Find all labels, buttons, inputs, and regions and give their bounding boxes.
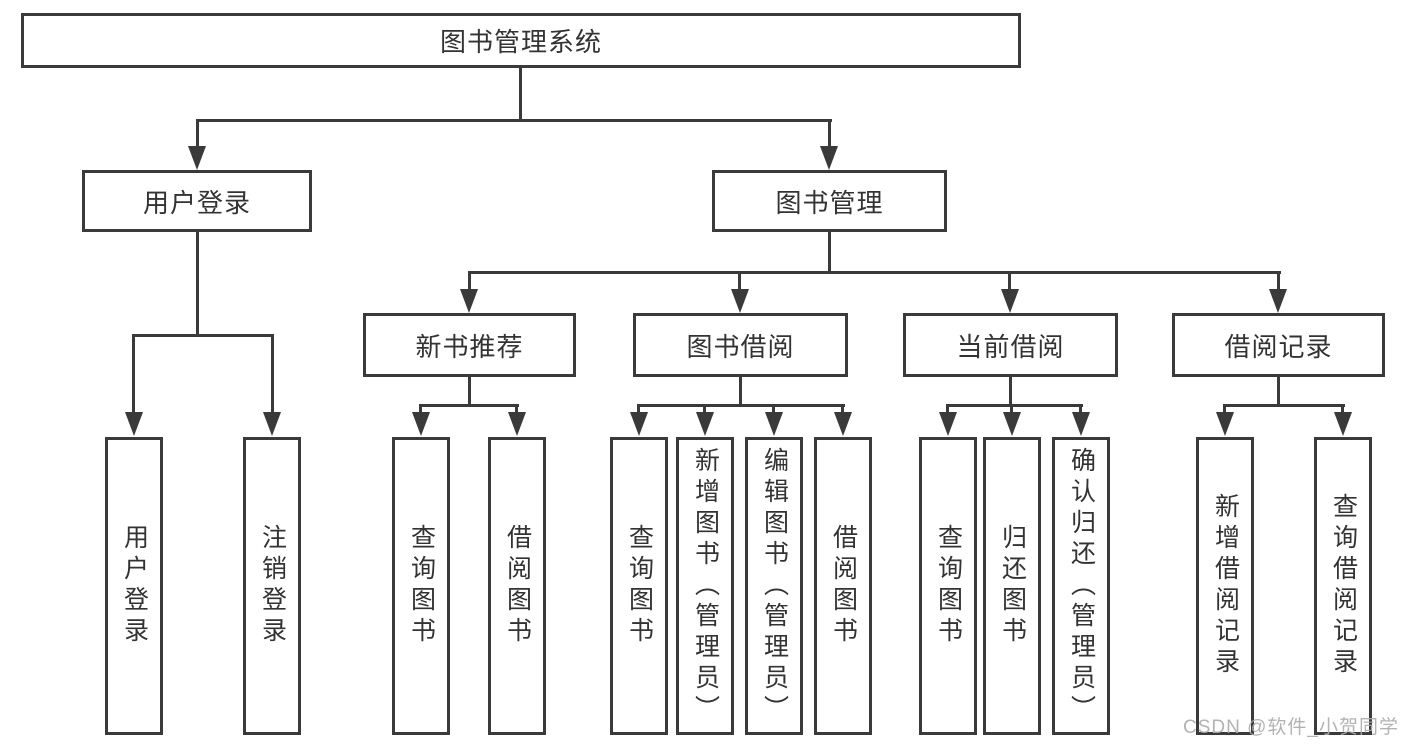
leaf-add-books-admin-label: 新增图书（管理员）	[691, 446, 720, 726]
node-new-book-recommend: 新书推荐	[363, 313, 576, 377]
leaf-confirm-return-admin: 确认归还（管理员）	[1052, 437, 1110, 735]
connector-line	[515, 404, 518, 415]
csdn-watermark: CSDN @软件_小贺同学	[1183, 717, 1399, 738]
node-borrow-records: 借阅记录	[1172, 313, 1385, 377]
arrow-down-icon	[834, 412, 852, 436]
arrow-down-icon	[1001, 289, 1019, 313]
leaf-borrow-books-recommend: 借阅图书	[488, 437, 546, 735]
connector-line	[739, 377, 742, 407]
arrow-down-icon	[125, 412, 143, 436]
node-user-login: 用户登录	[82, 170, 312, 232]
leaf-query-books-borrow-label: 查询图书	[625, 524, 654, 648]
leaf-query-books-recommend: 查询图书	[392, 437, 450, 735]
connector-line	[946, 404, 1083, 407]
node-book-borrow: 图书借阅	[633, 313, 848, 377]
connector-line	[132, 334, 135, 414]
leaf-logout-label: 注销登录	[258, 524, 287, 648]
connector-line	[1010, 404, 1013, 415]
connector-line	[841, 404, 844, 415]
leaf-add-books-admin: 新增图书（管理员）	[676, 437, 734, 735]
node-current-borrow-label: 当前借阅	[956, 331, 1065, 362]
arrow-down-icon	[765, 412, 783, 436]
connector-line	[738, 271, 741, 293]
connector-line	[1223, 404, 1345, 407]
arrow-down-icon	[1003, 412, 1021, 436]
leaf-logout: 注销登录	[243, 437, 301, 735]
leaf-query-books-current: 查询图书	[919, 437, 977, 735]
node-user-login-label: 用户登录	[142, 187, 251, 218]
arrow-down-icon	[188, 146, 206, 170]
node-library-system-label: 图书管理系统	[439, 27, 602, 57]
arrow-down-icon	[939, 412, 957, 436]
leaf-confirm-return-admin-label: 确认归还（管理员）	[1067, 446, 1096, 726]
connector-line	[1341, 404, 1344, 415]
leaf-add-borrow-record: 新增借阅记录	[1196, 437, 1254, 735]
connector-line	[271, 334, 274, 414]
node-new-book-recommend-label: 新书推荐	[415, 331, 524, 362]
node-book-management: 图书管理	[712, 170, 947, 232]
connector-line	[1277, 271, 1280, 293]
leaf-query-borrow-record: 查询借阅记录	[1314, 437, 1372, 735]
node-book-borrow-label: 图书借阅	[686, 331, 795, 362]
leaf-edit-books-admin: 编辑图书（管理员）	[745, 437, 803, 735]
leaf-borrow-books-label: 借阅图书	[829, 524, 858, 648]
node-current-borrow: 当前借阅	[903, 313, 1118, 377]
connector-line	[946, 404, 949, 415]
leaf-query-borrow-record-label: 查询借阅记录	[1329, 493, 1358, 679]
connector-line	[1079, 404, 1082, 415]
leaf-query-books-borrow: 查询图书	[610, 437, 668, 735]
leaf-add-borrow-record-label: 新增借阅记录	[1211, 493, 1240, 679]
arrow-down-icon	[820, 146, 838, 170]
arrow-down-icon	[460, 289, 478, 313]
connector-line	[637, 404, 640, 415]
connector-line	[828, 232, 831, 274]
connector-line	[1009, 377, 1012, 407]
leaf-query-books-current-label: 查询图书	[934, 524, 963, 648]
arrow-down-icon	[263, 412, 281, 436]
leaf-edit-books-admin-label: 编辑图书（管理员）	[760, 446, 789, 726]
connector-line	[1008, 271, 1011, 293]
arrow-down-icon	[731, 289, 749, 313]
leaf-borrow-books: 借阅图书	[814, 437, 872, 735]
arrow-down-icon	[1216, 412, 1234, 436]
connector-line	[1277, 377, 1280, 407]
leaf-return-books: 归还图书	[983, 437, 1041, 735]
leaf-return-books-label: 归还图书	[998, 524, 1027, 648]
arrow-down-icon	[696, 412, 714, 436]
connector-line	[419, 404, 422, 415]
connector-line	[772, 404, 775, 415]
connector-line	[703, 404, 706, 415]
connector-line	[419, 404, 519, 407]
connector-line	[132, 334, 274, 337]
node-book-management-label: 图书管理	[775, 187, 884, 218]
connector-line	[468, 271, 471, 293]
node-borrow-records-label: 借阅记录	[1224, 331, 1333, 362]
connector-line	[637, 404, 845, 407]
connector-line	[519, 68, 522, 120]
arrow-down-icon	[1269, 289, 1287, 313]
node-library-system: 图书管理系统	[21, 13, 1021, 68]
connector-line	[196, 119, 199, 150]
connector-line	[468, 271, 1281, 274]
arrow-down-icon	[412, 412, 430, 436]
connector-line	[196, 232, 199, 337]
connector-line	[828, 119, 831, 150]
arrow-down-icon	[1334, 412, 1352, 436]
leaf-user-login-label: 用户登录	[120, 524, 149, 648]
leaf-user-login: 用户登录	[105, 437, 163, 735]
arrow-down-icon	[508, 412, 526, 436]
connector-line	[196, 119, 832, 122]
connector-line	[1223, 404, 1226, 415]
arrow-down-icon	[1072, 412, 1090, 436]
leaf-borrow-books-recommend-label: 借阅图书	[503, 524, 532, 648]
arrow-down-icon	[630, 412, 648, 436]
connector-line	[468, 377, 471, 407]
leaf-query-books-recommend-label: 查询图书	[407, 524, 436, 648]
